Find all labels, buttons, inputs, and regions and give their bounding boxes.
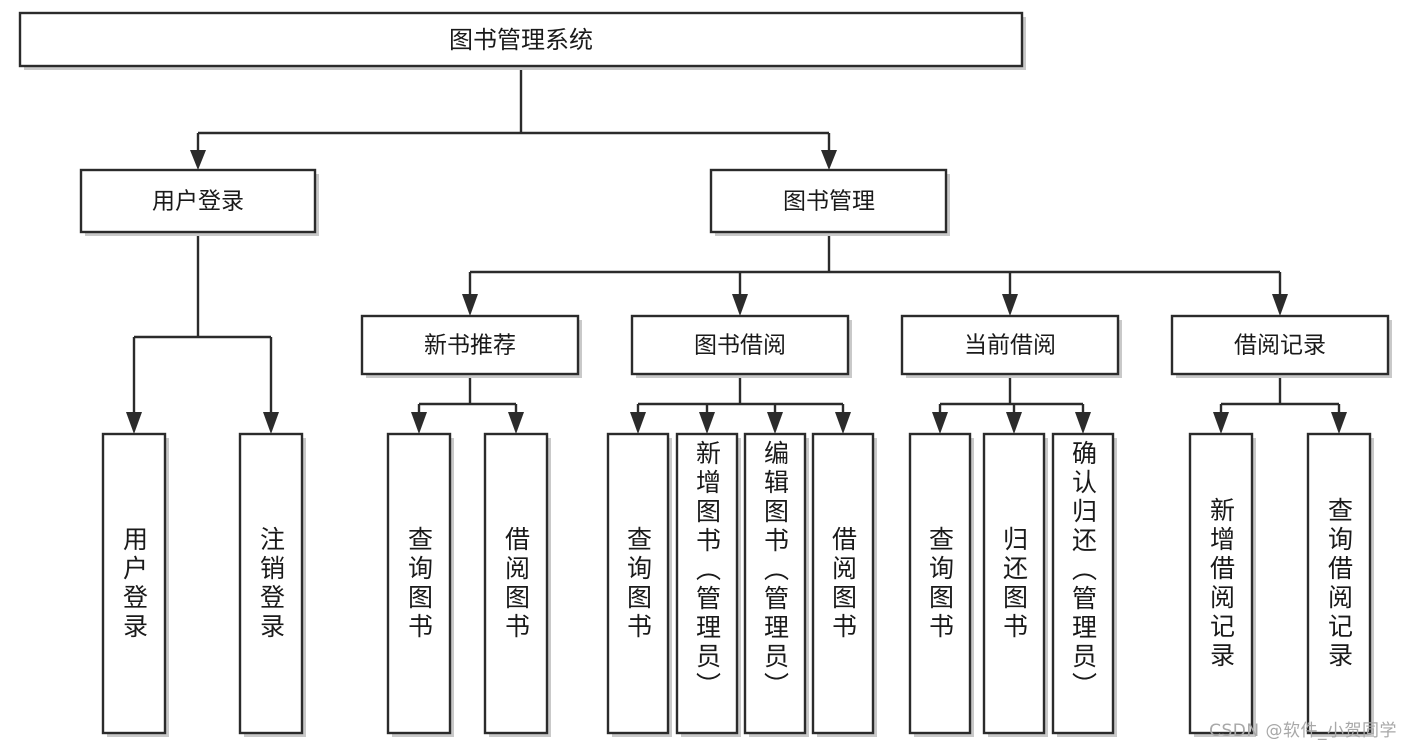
arrow-head-leaf-edit-book [767,412,783,434]
arrow-head-leaf-query-book-1 [411,412,427,434]
arrow-head-leaf-user-login [126,412,142,434]
leaf-user-logout-box[interactable] [238,432,304,735]
arrow-head-leaf-query-book-2 [630,412,646,434]
node-borrow-record-label: 借阅记录 [1234,333,1326,359]
node-book-borrow[interactable]: 图书借阅 [630,314,852,378]
leaf-query-book-2-box[interactable] [606,432,670,735]
arrow-head-book-manage [821,150,837,170]
node-current-borrow[interactable]: 当前借阅 [900,314,1122,378]
arrow-head-leaf-query-record [1331,412,1347,434]
connector-group-user-login [126,232,279,434]
node-book-manage[interactable]: 图书管理 [709,168,950,236]
node-book-manage-box [709,168,948,234]
leaf-add-record-box[interactable] [1188,432,1254,735]
arrow-head-leaf-user-logout [263,412,279,434]
leaf-user-login-box[interactable] [101,432,167,735]
leaf-return-book-box[interactable] [982,432,1046,735]
csdn-watermark: CSDN @软件_小贺同学 [1209,721,1397,741]
node-current-borrow-box [900,314,1120,376]
node-user-login-label: 用户登录 [152,189,244,215]
node-root-label: 图书管理系统 [449,26,593,54]
arrow-head-book-borrow [732,294,748,316]
arrow-head-leaf-confirm-return [1075,412,1091,434]
node-root-box [18,11,1024,68]
node-book-manage-label: 图书管理 [783,189,875,215]
leaf-confirm-return-box[interactable] [1051,432,1115,735]
leaf-add-book-box[interactable] [675,432,739,735]
leaf-query-record-box[interactable] [1306,432,1372,735]
connector-group-book-manage [462,232,1288,316]
arrow-head-leaf-return-book [1006,412,1022,434]
connector-group-current-borrow [932,374,1091,434]
leaf-edit-book-box[interactable] [743,432,807,735]
leaf-borrow-book-1-box[interactable] [483,432,549,735]
connector-group-book-borrow [630,374,851,434]
arrow-head-leaf-borrow-book-2 [835,412,851,434]
node-borrow-record[interactable]: 借阅记录 [1170,314,1392,378]
node-current-borrow-label: 当前借阅 [964,333,1056,359]
leaf-query-book-3-box[interactable] [908,432,972,735]
node-book-borrow-box [630,314,850,376]
node-user-login[interactable]: 用户登录 [79,168,319,236]
arrow-head-leaf-borrow-book-1 [508,412,524,434]
arrow-head-leaf-add-book [699,412,715,434]
arrow-head-current-borrow [1002,294,1018,316]
connector-group-borrow-record [1213,374,1347,434]
arrow-head-borrow-record [1272,294,1288,316]
arrow-head-new-book-rec [462,294,478,316]
node-new-book-rec[interactable]: 新书推荐 [360,314,582,378]
node-new-book-rec-label: 新书推荐 [424,333,516,359]
leaf-borrow-book-2-box[interactable] [811,432,875,735]
node-new-book-rec-box [360,314,580,376]
arrow-head-user-login [190,150,206,170]
node-book-borrow-label: 图书借阅 [694,333,786,359]
connector-group-new-book-rec [411,374,524,434]
node-user-login-box [79,168,317,234]
leaf-boxes [101,432,1374,737]
connector-group-root [190,66,837,170]
node-borrow-record-box [1170,314,1390,376]
leaf-query-book-1-box[interactable] [386,432,452,735]
node-root[interactable]: 图书管理系统 [18,11,1026,70]
arrow-head-leaf-add-record [1213,412,1229,434]
arrow-head-leaf-query-book-3 [932,412,948,434]
